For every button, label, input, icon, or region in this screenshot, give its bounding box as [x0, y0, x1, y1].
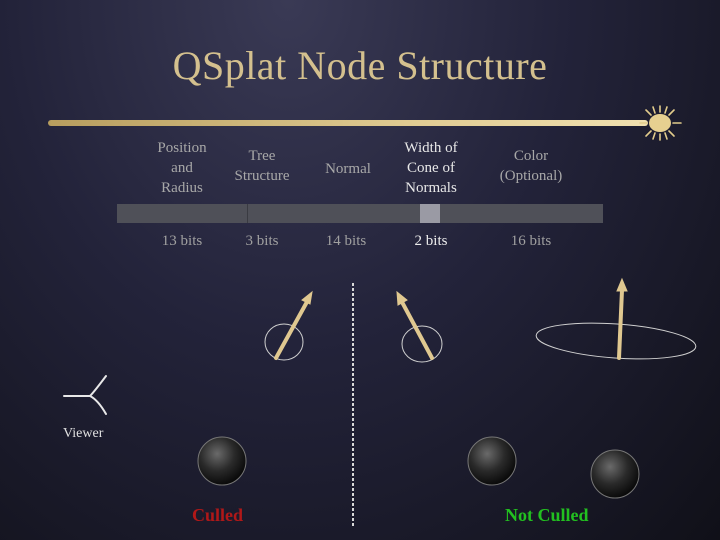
splat-ellipse [535, 318, 697, 363]
sphere-culled [198, 437, 246, 485]
sphere-not-culled [468, 437, 516, 485]
culled-label: Culled [192, 505, 243, 526]
splat-circle [402, 326, 442, 362]
not-culled-label: Not Culled [505, 505, 589, 526]
viewer-label: Viewer [63, 426, 103, 442]
sphere-not-culled [591, 450, 639, 498]
normal-arrow [617, 279, 627, 358]
normal-arrow [276, 292, 312, 358]
viewer-eye-icon [64, 376, 106, 414]
